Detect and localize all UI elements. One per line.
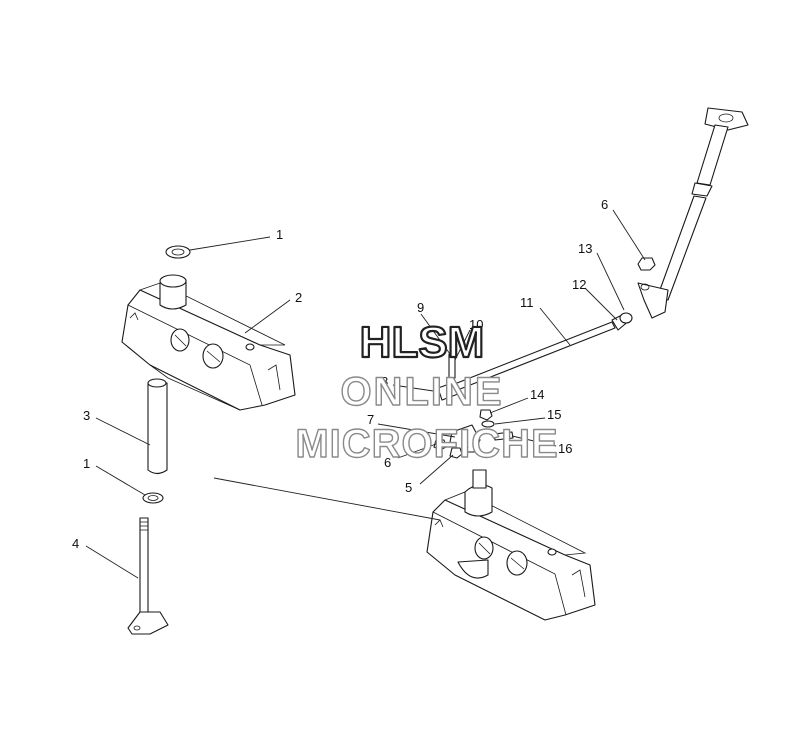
callout-2: 2	[295, 290, 302, 305]
axle-bracket-right	[426, 469, 596, 621]
callout-5: 5	[405, 480, 412, 495]
washer-15	[481, 420, 495, 428]
bolt-16	[493, 431, 514, 441]
callout-13: 13	[578, 241, 592, 256]
callout-8: 8	[381, 374, 388, 389]
callout-15: 15	[547, 407, 561, 422]
nut-14	[479, 409, 493, 421]
watermark-line-1: HLSM	[360, 318, 485, 367]
spindle-tube	[147, 378, 168, 475]
watermark-line-3: MICROFICHE	[295, 422, 558, 466]
callout-4: 4	[72, 536, 79, 551]
callout-6-upper: 6	[601, 197, 608, 212]
callout-7: 7	[367, 412, 374, 427]
steering-arm	[449, 424, 481, 453]
nut-upper	[637, 257, 656, 271]
axle-bracket-left	[121, 274, 296, 411]
watermark-line-2: ONLINE	[340, 370, 503, 414]
washer-upper	[165, 245, 191, 259]
callout-14: 14	[530, 387, 544, 402]
nut-6	[433, 439, 447, 451]
watermark: HLSM ONLINE MICROFICHE	[295, 317, 559, 467]
callout-12: 12	[572, 277, 586, 292]
callout-6-lower: 6	[384, 455, 391, 470]
callout-labels: 1 1 2 3 4 5 6 6 7 8 9 10 11 12 13 14 15 …	[72, 197, 608, 551]
callout-11: 11	[520, 295, 534, 310]
callout-9: 9	[417, 300, 424, 315]
callout-1-lower: 1	[83, 456, 90, 471]
callout-3: 3	[83, 408, 90, 423]
callout-16: 16	[558, 441, 572, 456]
hardware	[433, 409, 514, 459]
washer-lower	[142, 492, 164, 504]
leader-lines	[85, 209, 646, 579]
drag-link	[437, 312, 633, 401]
callout-1-upper: 1	[276, 227, 283, 242]
bolt-vertical	[448, 353, 456, 379]
steering-column	[637, 107, 749, 319]
spindle-shaft	[127, 517, 169, 635]
callout-10: 10	[469, 317, 483, 332]
